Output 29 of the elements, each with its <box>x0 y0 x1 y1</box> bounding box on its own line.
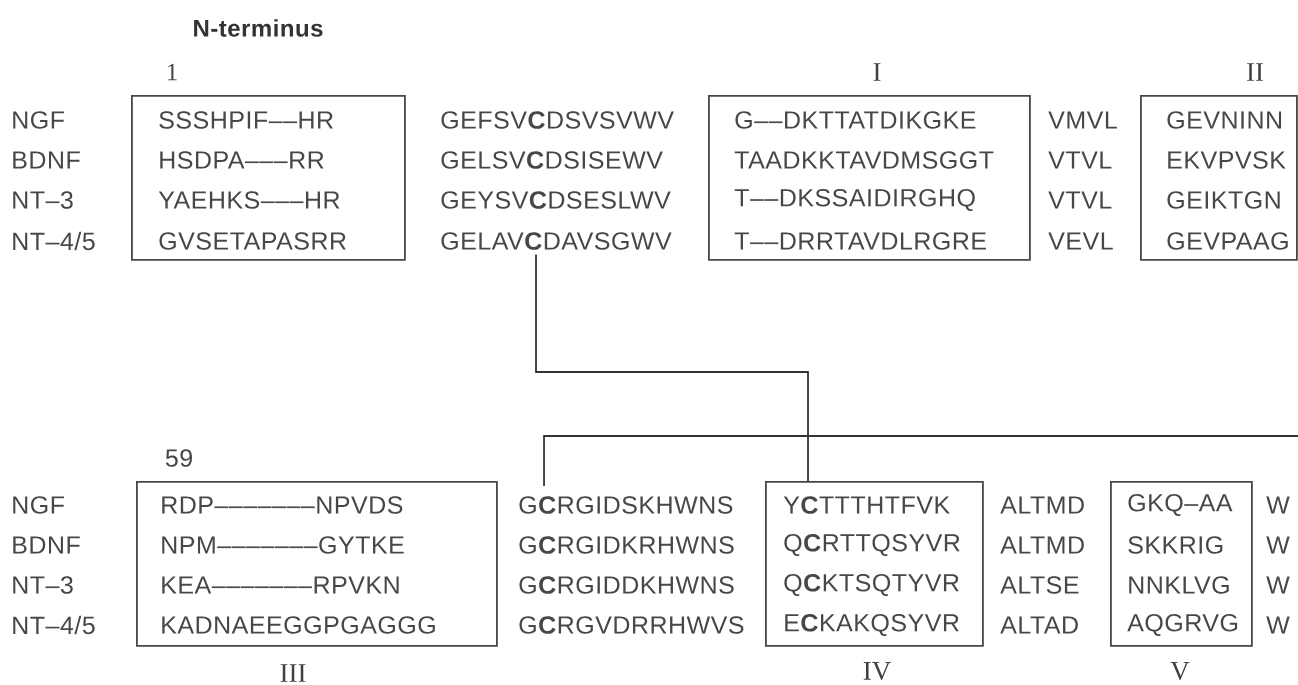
row-label: NGF <box>13 111 64 129</box>
node-label: III <box>280 664 306 682</box>
node-label: 1 <box>167 63 177 81</box>
row-label: NT–3 <box>13 576 73 594</box>
sequence-box: I G––DKTTATDIKGKE TAADKKTAVDMSGGT T––DKSSAIDIRGHQ T––DRRTAVDLRGRE <box>708 63 1031 261</box>
node-label: IV <box>863 661 891 681</box>
row-label: NT–4/5 <box>13 615 95 635</box>
node-label: II <box>1246 63 1264 81</box>
connector-line <box>543 435 1298 487</box>
heading: N-terminus <box>194 19 323 37</box>
sequence-text: VMVL VTVL VTVL VEVL <box>1048 111 1117 250</box>
sequence-text: GCRGIDSKHWNS GCRGIDKRHWNS GCRGIDDKHWNS GCRGVDRRHWVS <box>519 496 744 634</box>
row-label: BDNF <box>13 536 80 554</box>
sequence-box: GKQ–AA SKKRIG NNKLVG AQGRVG V <box>1110 481 1253 681</box>
sequence-box: 1 SSSHPIF––HR HSDPA–––RR YAEHKS–––HR GVSETAPASRR <box>131 63 406 261</box>
sequence-text: GEFSVCDSVSVWV GELSVCDSISEWV GEYSVCDSESLWV GELAVCDAVSGWV <box>441 111 674 250</box>
sequence-box: II GEVNINN EKVPVSK GEIKTGN GEVPAAG <box>1140 63 1298 261</box>
node-label: V <box>1170 661 1190 681</box>
row-label: NT–3 <box>13 191 73 209</box>
sequence-box: YCTTTHTFVK QCRTTQSYVR QCKTSQTYVR ECKAKQSYVR IV <box>765 481 984 681</box>
node-label: I <box>873 63 881 81</box>
sequence-text: W W W W <box>1266 496 1290 634</box>
row-label: BDNF <box>13 151 80 169</box>
connector-line <box>535 253 809 482</box>
row-label: NGF <box>13 496 64 514</box>
sequence-text: ALTMD ALTMD ALTSE ALTAD <box>1000 496 1084 634</box>
node-label: 59 <box>165 449 192 467</box>
row-label: NT–4/5 <box>13 231 95 251</box>
sequence-box: 59 RDP–––––––NPVDS NPM–––––––GYTKE KEA–––––––RPVKN KADNAEEGGPGAGGG III <box>136 449 498 682</box>
